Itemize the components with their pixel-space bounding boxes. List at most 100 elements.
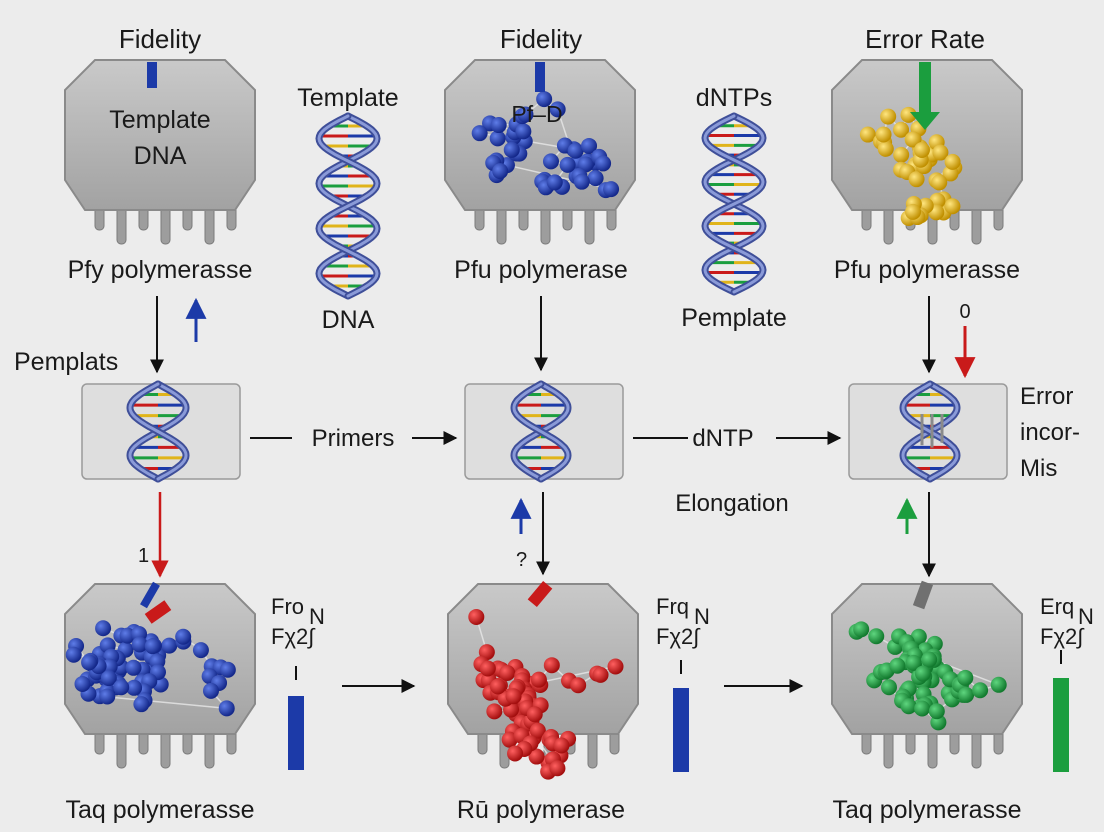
active-site-marker-blue-mid [535, 62, 545, 92]
bead [529, 722, 546, 739]
bead [515, 123, 532, 140]
bead [468, 608, 485, 625]
bead [905, 654, 922, 671]
helix-backbone-highlight [317, 114, 379, 298]
bead [490, 117, 507, 134]
bead [131, 636, 148, 653]
bead [530, 671, 547, 688]
bead [492, 163, 509, 180]
side-label-fx2-right: Fχ2∫ [1040, 624, 1085, 649]
bead [581, 137, 598, 154]
bead [517, 106, 534, 123]
bead [914, 700, 931, 717]
title-fidelity-left: Fidelity [119, 24, 201, 54]
bead [486, 703, 503, 720]
bead [489, 678, 506, 695]
marker-zero: 0 [959, 301, 970, 323]
bead [202, 682, 219, 699]
bead [549, 101, 566, 118]
bead [536, 91, 553, 108]
bead [218, 700, 235, 717]
active-site-red-bottom [144, 600, 172, 624]
bead [900, 698, 917, 715]
bead [567, 142, 584, 159]
bead [74, 675, 91, 692]
bead [881, 679, 898, 696]
level-bar-green-right [1053, 678, 1069, 772]
bead [100, 670, 117, 687]
bead [592, 666, 609, 683]
bead [853, 621, 870, 638]
side-label-n-left: N [309, 604, 325, 629]
arrow-green-down-head [910, 112, 940, 130]
dna-helix-box-right [899, 380, 961, 483]
bead [161, 637, 178, 654]
bead [900, 106, 917, 123]
enzyme-label-template: Template [109, 106, 210, 134]
bead [543, 657, 560, 674]
bead [99, 688, 116, 705]
bead [133, 696, 150, 713]
bead [607, 658, 624, 675]
bead [479, 660, 496, 677]
bead [526, 706, 543, 723]
bead [505, 688, 522, 705]
bead [503, 141, 520, 158]
dna-helix-box-left [126, 380, 190, 483]
bead [192, 642, 209, 659]
bead [880, 108, 897, 125]
dna-helix-dntps [701, 112, 767, 296]
label-elongation: Elongation [675, 490, 788, 517]
bead [928, 703, 945, 720]
bead [126, 679, 143, 696]
side-label-fx2-mid: Fχ2∫ [656, 624, 701, 649]
helix-backbone-highlight [901, 382, 959, 481]
active-site-gray-bottom [912, 580, 934, 610]
bead [990, 676, 1007, 693]
bead-cluster-gold-top [859, 106, 963, 227]
label-pemplate: Pemplate [681, 304, 787, 332]
marker-question: ? [516, 549, 527, 571]
helix-backbone-highlight [703, 114, 765, 294]
bead [573, 173, 590, 190]
enzyme-name-top-middle: Pfu polymerase [454, 256, 628, 284]
bead [875, 126, 892, 143]
bead [859, 126, 876, 143]
bead [489, 130, 506, 147]
bead [868, 628, 885, 645]
bead [910, 628, 927, 645]
bead [958, 686, 975, 703]
bead [570, 677, 587, 694]
title-fidelity-middle: Fidelity [500, 24, 582, 54]
bead [549, 760, 566, 777]
label-pemplats: Pemplats [14, 348, 118, 376]
bead [507, 745, 524, 762]
flow-label-primers: Primers [312, 425, 395, 452]
title-error-rate: Error Rate [865, 24, 985, 54]
bead [957, 669, 974, 686]
flow-label-dntp: dNTP [692, 425, 753, 452]
label-incor: incor- [1020, 419, 1080, 446]
active-site-marker-blue [147, 62, 157, 88]
bead-link [99, 695, 227, 710]
bead [478, 644, 495, 661]
bead-cluster-green-bottom [848, 621, 1007, 731]
side-label-fro: Fro [271, 594, 304, 619]
enzyme-label-dna: DNA [134, 142, 187, 170]
bead [587, 170, 604, 187]
bead [471, 125, 488, 142]
bead [944, 153, 961, 170]
bead [175, 628, 192, 645]
enzyme-label-pfd: Pf–D [511, 101, 562, 127]
bead [219, 661, 236, 678]
bead-cluster-blue-bottom [65, 620, 236, 717]
bead [603, 181, 620, 198]
helix-backbone-highlight [128, 382, 188, 481]
bead [95, 620, 112, 637]
enzyme-name-bottom-left: Taq polymerasse [66, 796, 255, 824]
bead [877, 140, 894, 157]
enzyme-name-bottom-middle: Rū polymerase [457, 796, 625, 824]
bead [65, 646, 82, 663]
bead [559, 156, 576, 173]
bead [913, 141, 930, 158]
